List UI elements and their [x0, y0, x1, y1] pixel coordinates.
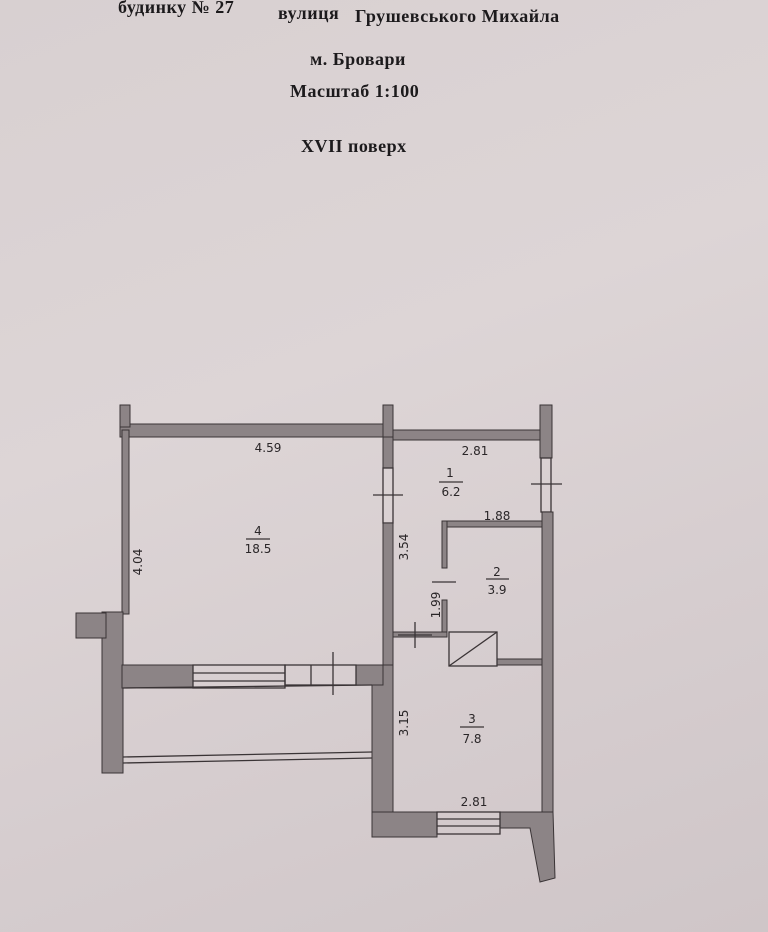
- top-wall-left: [119, 423, 391, 438]
- dim-room3-height: 3.15: [397, 710, 411, 737]
- middle-wall-b: [382, 522, 394, 669]
- room1-number: 1: [446, 466, 454, 480]
- room2-area: 3.9: [487, 583, 506, 597]
- room3-window: [436, 811, 501, 835]
- room4-number: 4: [254, 524, 262, 538]
- left-wall-protrusion: [75, 612, 107, 639]
- room4-bottom-wall-left: [121, 664, 194, 689]
- middle-wall-lower: [371, 664, 394, 838]
- balcony-door: [284, 664, 357, 686]
- header-floor: XVII поверх: [301, 136, 407, 156]
- header-building: будинку № 27: [118, 0, 235, 17]
- right-wall-door: [540, 457, 552, 513]
- room4-area: 18.5: [245, 542, 272, 556]
- dim-room4-height: 4.04: [131, 549, 145, 576]
- top-wall-right: [389, 429, 551, 441]
- room2-number: 2: [493, 565, 501, 579]
- room4-bottom-wall-right: [355, 664, 384, 686]
- room2-left-wall-a: [441, 520, 448, 569]
- room2-bottom-wall: [496, 658, 543, 666]
- dim-room1-height: 3.54: [397, 534, 411, 561]
- dim-room1-width: 2.81: [462, 444, 489, 458]
- header-street: Грушевського Михайла: [355, 6, 560, 26]
- left-wall-lower: [101, 611, 124, 774]
- header-scale: Масштаб 1:100: [290, 81, 420, 101]
- right-wall-bottom: [499, 811, 556, 883]
- header-street-label: вулиця: [278, 3, 340, 23]
- ventilation-shaft: [448, 631, 498, 667]
- dim-room4-width: 4.59: [255, 441, 282, 455]
- middle-wall-stub: [382, 404, 394, 441]
- dim-room2-width: 1.88: [484, 509, 511, 523]
- dim-room3-width: 2.81: [461, 795, 488, 809]
- left-wall-upper: [121, 429, 130, 615]
- room4-window: [192, 664, 286, 689]
- right-wall-top: [539, 404, 553, 459]
- left-wall-stub: [119, 404, 131, 428]
- door-marks: [373, 483, 562, 648]
- walls: [75, 404, 556, 883]
- room3-number: 3: [468, 712, 476, 726]
- dim-room2-height: 1.99: [429, 592, 443, 619]
- right-wall: [541, 511, 554, 813]
- room3-area: 7.8: [462, 732, 481, 746]
- room3-bottom-wall: [371, 811, 438, 838]
- windows: [192, 652, 501, 835]
- room1-area: 6.2: [441, 485, 460, 499]
- middle-wall-a: [382, 436, 394, 469]
- balcony: [122, 684, 373, 764]
- header-city: м. Бровари: [310, 49, 406, 69]
